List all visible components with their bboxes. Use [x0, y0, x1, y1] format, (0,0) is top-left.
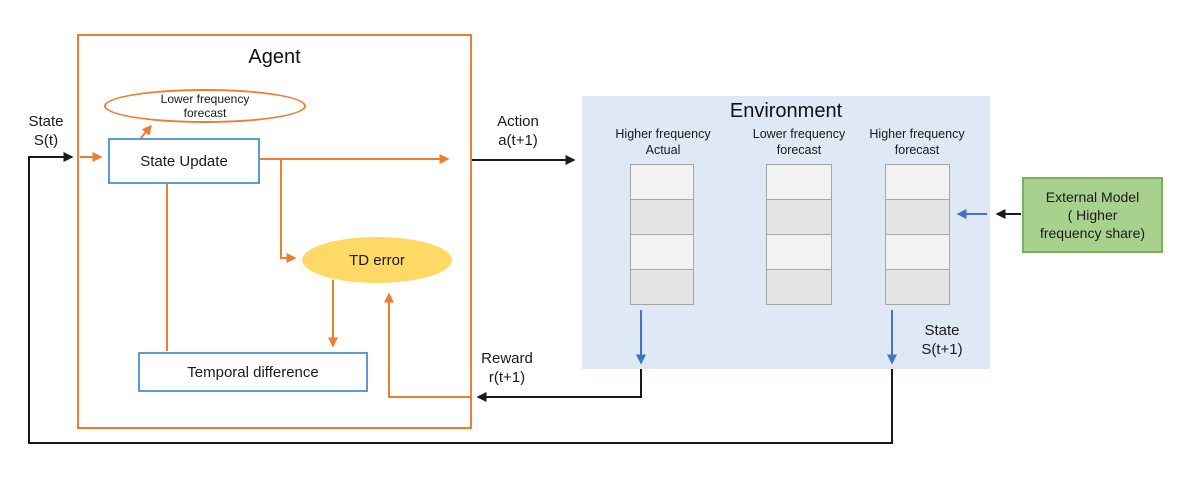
- grid-cell: [885, 234, 950, 270]
- lower-frequency-forecast-ellipse: Lower frequency forecast: [104, 89, 306, 123]
- column-header-higher-frequency-actual: Higher frequency Actual: [615, 127, 711, 157]
- external-model-line2: ( Higher: [1067, 207, 1118, 223]
- external-model-line1: External Model: [1045, 189, 1140, 205]
- reward-label: Reward r(t+1): [481, 350, 533, 386]
- environment-title: Environment: [729, 100, 843, 122]
- higher-frequency-actual-stack: [630, 164, 694, 305]
- state-update-label: State Update: [140, 152, 228, 170]
- grid-cell: [766, 269, 832, 305]
- grid-cell: [630, 164, 694, 200]
- state-st-label: State S(t): [28, 113, 64, 149]
- grid-cell: [630, 199, 694, 235]
- grid-cell: [766, 234, 832, 270]
- column-header-higher-frequency-forecast: Higher frequency forecast: [869, 127, 965, 157]
- temporal-difference-label: Temporal difference: [187, 363, 319, 381]
- external-model-line3: frequency share): [1039, 225, 1146, 241]
- grid-cell: [766, 199, 832, 235]
- grid-cell: [630, 234, 694, 270]
- grid-cell: [885, 269, 950, 305]
- lf-forecast-line2: forecast: [183, 106, 227, 120]
- higher-frequency-forecast-stack: [885, 164, 950, 305]
- agent-title: Agent: [248, 46, 301, 68]
- grid-cell: [630, 269, 694, 305]
- temporal-difference-box: Temporal difference: [138, 352, 368, 392]
- lf-forecast-line1: Lower frequency: [160, 92, 250, 106]
- grid-cell: [766, 164, 832, 200]
- column-header-lower-frequency-forecast: Lower frequency forecast: [752, 127, 846, 157]
- grid-cell: [885, 164, 950, 200]
- state-update-box: State Update: [108, 138, 260, 184]
- td-error-label: TD error: [349, 251, 405, 269]
- state-st1-label: State S(t+1): [921, 322, 963, 358]
- td-error-ellipse: TD error: [302, 237, 452, 283]
- grid-cell: [885, 199, 950, 235]
- lower-frequency-forecast-stack: [766, 164, 832, 305]
- external-model-box: External Model ( Higher frequency share): [1022, 177, 1163, 253]
- action-label: Action a(t+1): [497, 113, 539, 149]
